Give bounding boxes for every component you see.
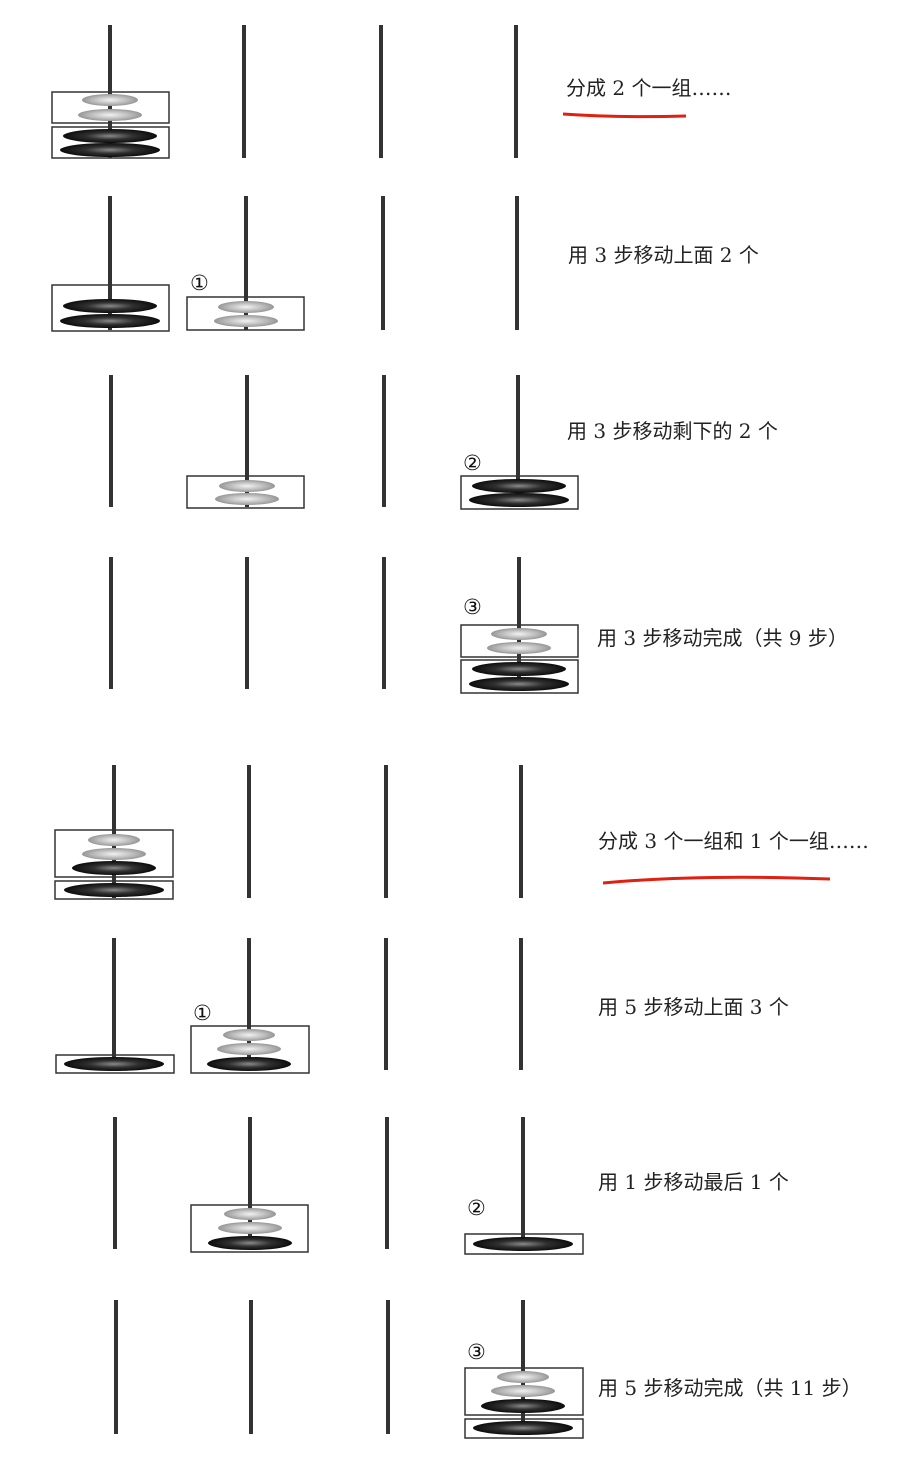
peg xyxy=(248,1117,252,1249)
peg xyxy=(108,196,112,330)
step-6: ① 用 5 步移动上面 3 个 xyxy=(55,938,789,1074)
step-caption: 分成 2 个一组…… xyxy=(566,76,731,100)
step-4: ③ 用 3 步移动完成（共 9 步） xyxy=(109,557,848,694)
step-caption: 用 3 步移动剩下的 2 个 xyxy=(567,419,778,443)
peg xyxy=(519,938,523,1070)
peg xyxy=(519,765,523,898)
peg xyxy=(382,375,386,507)
disk-group-upper xyxy=(51,91,170,124)
peg xyxy=(382,557,386,689)
disk-group-lower xyxy=(464,1418,584,1439)
step-7: ② 用 1 步移动最后 1 个 xyxy=(113,1117,789,1255)
move-marker: ③ xyxy=(467,1340,486,1364)
step-1: 分成 2 个一组…… xyxy=(51,25,731,159)
caption-underline xyxy=(602,875,831,885)
peg xyxy=(112,765,116,898)
step-8: ③ 用 5 步移动完成（共 11 步） xyxy=(114,1300,862,1439)
step-caption: 分成 3 个一组和 1 个一组…… xyxy=(598,829,869,853)
disk-group-lower xyxy=(51,284,170,332)
peg xyxy=(385,1117,389,1249)
step-2: ① 用 3 步移动上面 2 个 xyxy=(51,196,759,332)
peg xyxy=(514,25,518,158)
disk-group-upper xyxy=(460,624,579,658)
peg xyxy=(114,1300,118,1434)
step-caption: 用 3 步移动完成（共 9 步） xyxy=(597,626,848,650)
peg xyxy=(386,1300,390,1434)
peg xyxy=(112,938,116,1070)
disk-group-upper xyxy=(464,1367,584,1416)
step-caption: 用 5 步移动完成（共 11 步） xyxy=(598,1376,862,1400)
peg xyxy=(109,557,113,689)
disk-group-upper xyxy=(190,1025,310,1074)
disk-group-lower xyxy=(55,1054,175,1074)
peg xyxy=(517,557,521,689)
move-marker: ① xyxy=(193,1001,212,1025)
peg xyxy=(247,765,251,898)
peg xyxy=(113,1117,117,1249)
move-marker: ① xyxy=(190,271,209,295)
disk-group-upper xyxy=(186,296,305,331)
peg xyxy=(515,196,519,330)
caption-underline xyxy=(562,112,687,119)
move-marker: ② xyxy=(467,1196,486,1220)
peg xyxy=(244,196,248,330)
peg xyxy=(521,1117,525,1249)
peg xyxy=(245,557,249,689)
step-caption: 用 1 步移动最后 1 个 xyxy=(598,1170,789,1194)
peg xyxy=(242,25,246,158)
peg xyxy=(249,1300,253,1434)
move-marker: ② xyxy=(463,451,482,475)
move-marker: ③ xyxy=(463,595,482,619)
peg xyxy=(384,765,388,898)
step-5: 分成 3 个一组和 1 个一组…… xyxy=(54,765,869,900)
peg xyxy=(379,25,383,158)
disk-group-lower xyxy=(460,475,579,510)
peg xyxy=(245,375,249,507)
step-caption: 用 3 步移动上面 2 个 xyxy=(568,243,759,267)
disk-group-upper xyxy=(54,829,174,878)
disk-group-lower xyxy=(54,880,174,900)
disk-group-lower xyxy=(464,1233,584,1255)
disk-group-upper xyxy=(186,475,305,509)
step-caption: 用 5 步移动上面 3 个 xyxy=(598,995,789,1019)
disk-group-upper xyxy=(190,1204,309,1253)
peg xyxy=(384,938,388,1070)
peg xyxy=(247,938,251,1070)
peg xyxy=(521,1300,525,1434)
step-3: ② 用 3 步移动剩下的 2 个 xyxy=(109,375,778,510)
disk-group-lower xyxy=(460,659,579,694)
disk-group-lower xyxy=(51,126,170,159)
peg xyxy=(381,196,385,330)
peg xyxy=(109,375,113,507)
peg xyxy=(516,375,520,507)
